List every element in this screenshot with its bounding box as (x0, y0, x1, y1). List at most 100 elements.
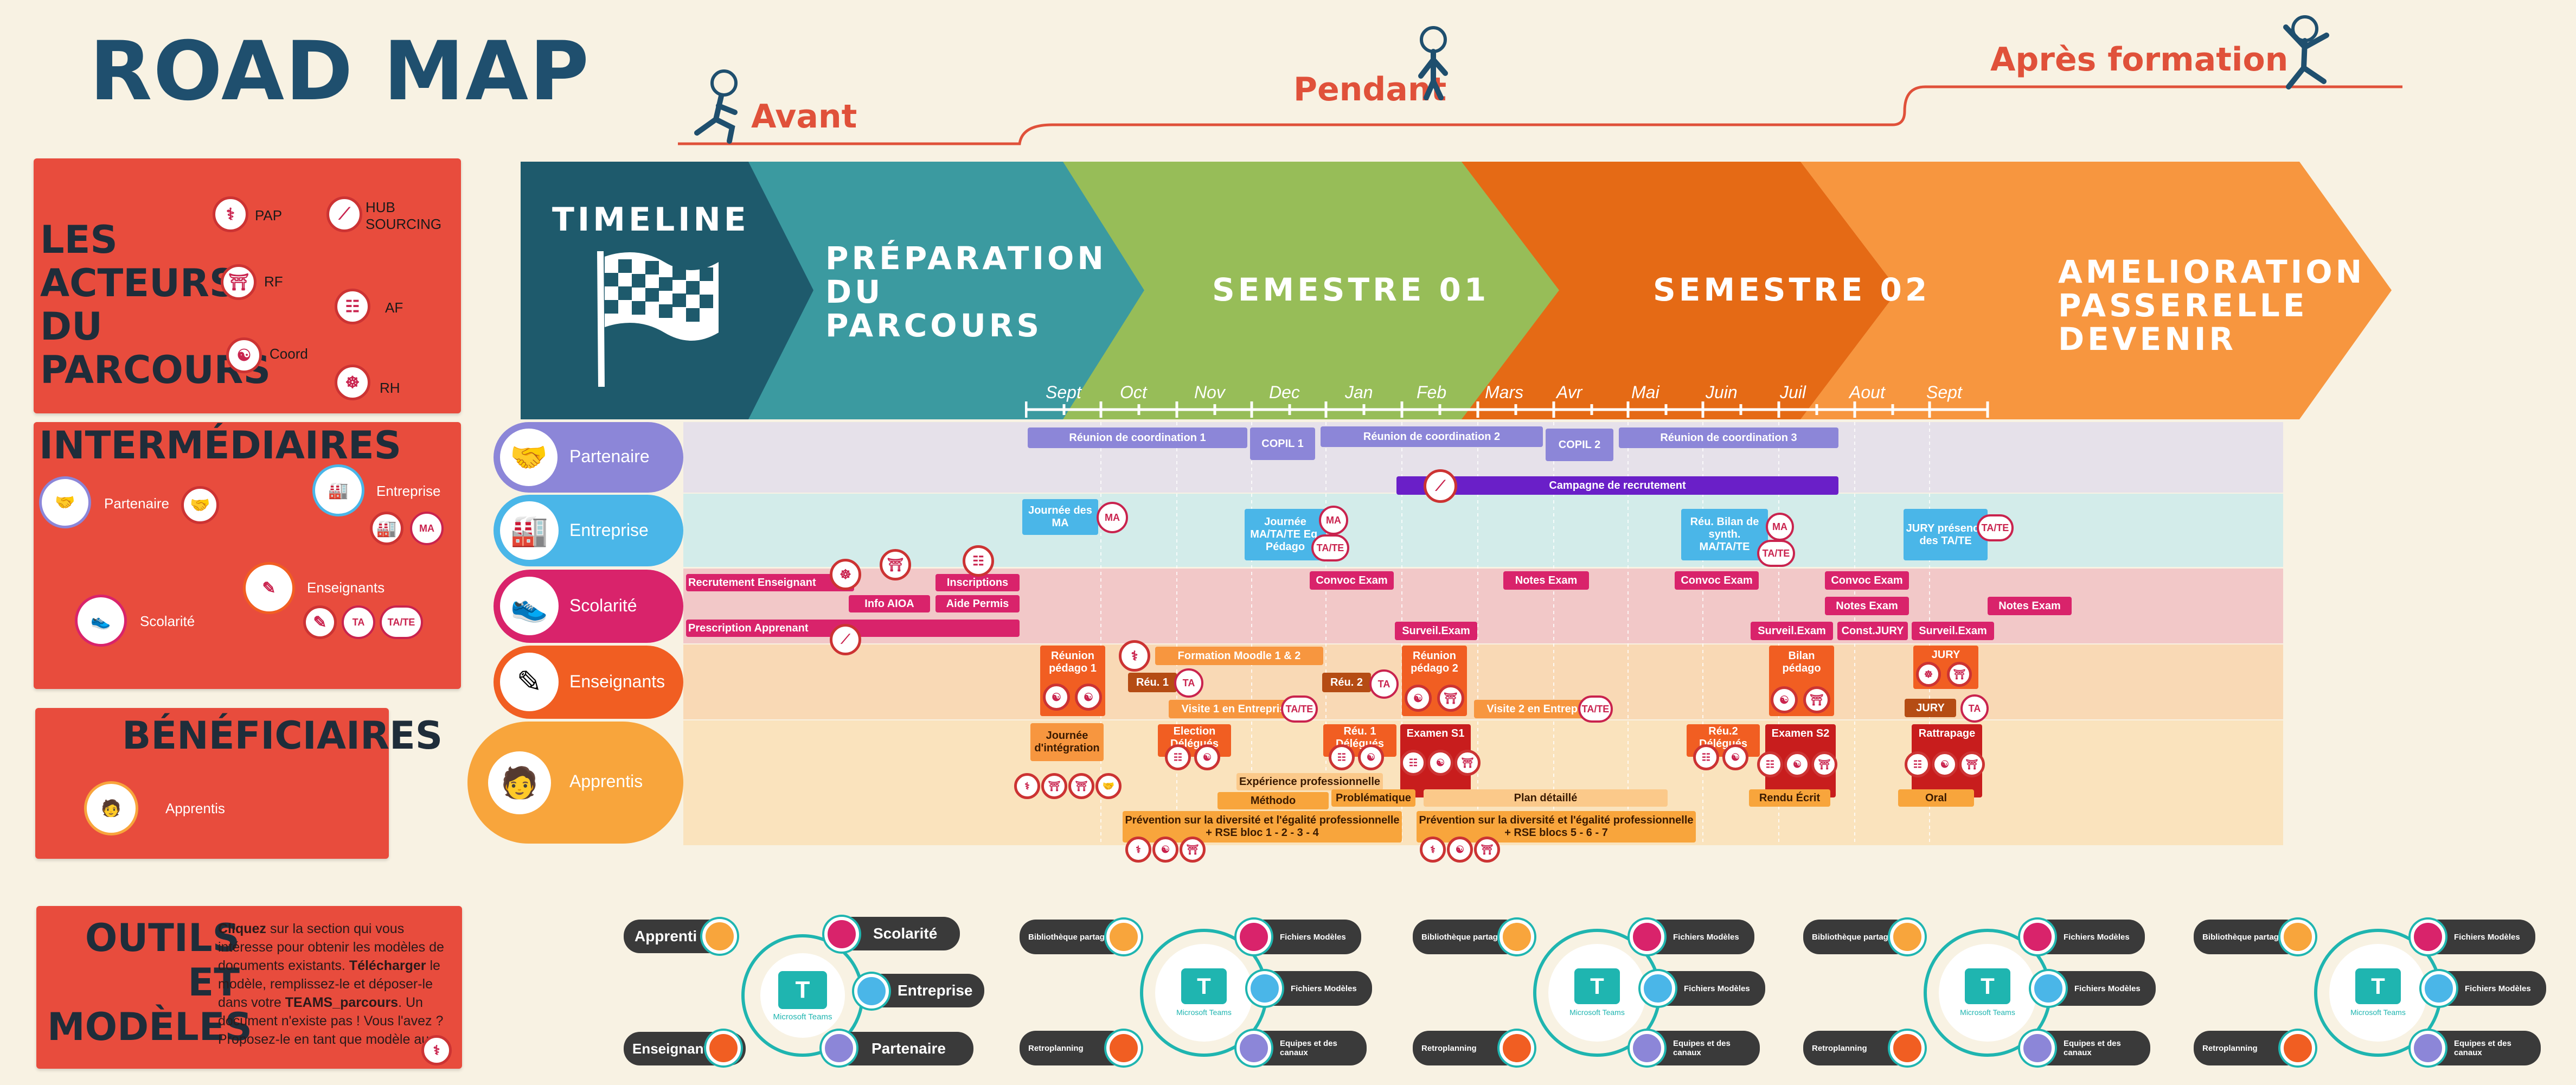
event-methodo[interactable]: Méthodo (1217, 792, 1329, 809)
month-avr: Avr (1556, 382, 1582, 402)
event-formation-moodle[interactable]: Formation Moodle 1 & 2 (1155, 647, 1323, 665)
rf-badge-icon-10: ⛩ (1180, 837, 1206, 863)
teams-hub-main[interactable]: T Microsoft Teams Apprenti Scolarité Ent… (624, 911, 984, 1074)
student-standing-icon (1418, 26, 1448, 100)
event-info-aioa[interactable]: Info AIOA (849, 595, 930, 612)
af-badge-icon-5: ☷ (1693, 744, 1719, 770)
event-reunion-coord-2[interactable]: Réunion de coordination 2 (1321, 426, 1543, 447)
rf-badge-icon-2: ⛩ (1437, 685, 1464, 712)
teams-hub-1[interactable]: T Microsoft Teams Bibliothèque partagée … (1020, 911, 1388, 1074)
hub4-dot-5 (2411, 1031, 2445, 1065)
actor-rh: RH (380, 380, 400, 396)
badge-tate-5: TA/TE (1578, 695, 1613, 723)
teams-hub-3[interactable]: T Microsoft Teams Bibliothèque partagée … (1803, 911, 2172, 1074)
event-oral[interactable]: Oral (1898, 789, 1974, 807)
lane-enseignants-icon: ✎ (500, 653, 559, 711)
hub2-dot-2 (1630, 920, 1664, 954)
badge-tate-3: TA/TE (1977, 514, 2014, 541)
month-juil: Juil (1780, 382, 1806, 402)
hub2-dot-5 (1630, 1031, 1664, 1065)
event-surveil-exam-2[interactable]: Surveil.Exam (1751, 622, 1833, 640)
event-journee-ma-ta-te[interactable]: Journée MA/TA/TE Eq. Pédago (1245, 509, 1326, 560)
hub3-dot-3 (2031, 971, 2066, 1006)
rf-badge-icon-8: ⛩ (1811, 751, 1837, 777)
event-recrutement-enseignant[interactable]: Recrutement Enseignant (686, 574, 854, 591)
hub3-dot-4 (1890, 1031, 1925, 1065)
hub4-dot-4 (2280, 1031, 2315, 1065)
event-surveil-exam-3[interactable]: Surveil.Exam (1912, 622, 1994, 640)
hub-entreprise-dot (854, 974, 889, 1009)
event-copil-2[interactable]: COPIL 2 (1546, 429, 1613, 461)
badge-ta-1: TA (1174, 668, 1203, 698)
lane-scolarite[interactable]: 👟 Scolarité (494, 570, 683, 643)
event-inscriptions[interactable]: Inscriptions (935, 574, 1020, 591)
event-reu-2-delegues[interactable]: Réu.2 Délégués (1687, 724, 1760, 757)
acteurs-panel[interactable]: LES ACTEURS DU PARCOURS ⚕ PAP ⟋ HUB SOUR… (34, 158, 461, 413)
hub2-dot-1 (1500, 920, 1534, 954)
hub4-dot-2 (2411, 920, 2445, 954)
month-mai: Mai (1631, 382, 1659, 402)
lane-apprentis-icon: 🧑 (488, 751, 551, 814)
event-reunion-coord-1[interactable]: Réunion de coordination 1 (1028, 427, 1247, 448)
event-convoc-exam-1[interactable]: Convoc Exam (1310, 571, 1394, 590)
lane-enseignants[interactable]: ✎ Enseignants (494, 646, 683, 719)
event-convoc-exam-2[interactable]: Convoc Exam (1675, 571, 1759, 590)
event-problematique[interactable]: Problématique (1331, 789, 1415, 807)
enseignants-icon: ✎ (243, 562, 295, 614)
af-badge-icon-3: ☷ (1329, 744, 1355, 770)
lane-partenaire[interactable]: 🤝 Partenaire (494, 422, 683, 493)
event-copil-1[interactable]: COPIL 1 (1250, 427, 1315, 460)
event-campagne-recrutement[interactable]: Campagne de recrutement (1396, 476, 1838, 495)
teams-center-label-3: Microsoft Teams (1960, 1008, 2015, 1017)
rf-badge-icon-7: ⛩ (1454, 750, 1481, 776)
partenaire-icon: 🤝 (39, 476, 91, 528)
teams-hub-4[interactable]: T Microsoft Teams Bibliothèque partagée … (2194, 911, 2562, 1074)
event-rendu-ecrit[interactable]: Rendu Écrit (1749, 789, 1830, 807)
rh-badge-icon-2: ☸ (1916, 662, 1941, 687)
af-icon: ☷ (335, 289, 370, 324)
rf-badge-icon-5: ⛩ (1041, 773, 1067, 799)
event-jury-2[interactable]: JURY (1905, 699, 1956, 717)
event-reu-2[interactable]: Réu. 2 (1322, 673, 1371, 692)
event-reunion-coord-3[interactable]: Réunion de coordination 3 (1619, 427, 1838, 448)
rf-badge-icon-6: ⛩ (1068, 773, 1094, 799)
event-plan-detaille[interactable]: Plan détaillé (1424, 789, 1668, 807)
event-convoc-exam-3[interactable]: Convoc Exam (1825, 571, 1909, 590)
teams-hub-2[interactable]: T Microsoft Teams Bibliothèque partagée … (1413, 911, 1782, 1074)
af-badge-icon-4: ☷ (1400, 750, 1426, 776)
event-experience-professionnelle[interactable]: Expérience professionnelle (1236, 773, 1383, 790)
lane-apprentis[interactable]: 🧑 Apprentis (467, 722, 683, 844)
intermediaire-scolarite: Scolarité (140, 613, 195, 629)
coord-badge-icon-3: ☯ (1405, 685, 1432, 712)
apprentis-icon: 🧑 (84, 781, 138, 835)
hub4-bibliotheque[interactable]: Bibliothèque partagée (2194, 920, 2302, 954)
rf-badge-icon-4: ⛩ (1947, 662, 1972, 687)
hub1-dot-4 (1106, 1031, 1141, 1065)
event-notes-exam-3[interactable]: Notes Exam (1988, 597, 2072, 615)
event-prevention-1[interactable]: Prévention sur la diversité et l'égalité… (1123, 811, 1402, 843)
event-reu-bilan-synth[interactable]: Réu. Bilan de synth. MA/TA/TE (1681, 509, 1768, 560)
beneficiaires-panel[interactable]: BÉNÉFICIAIRES 🧑 Apprentis (35, 708, 443, 859)
outils-panel[interactable]: OUTILS ET MODÈLES Cliquez sur la section… (36, 906, 462, 1069)
event-reu-1[interactable]: Réu. 1 (1128, 673, 1177, 692)
intermediaires-panel[interactable]: INTERMÉDIAIRES 🤝 Partenaire 🤝 🏭 Entrepri… (34, 422, 461, 689)
event-aide-permis[interactable]: Aide Permis (935, 595, 1020, 612)
event-notes-exam-1[interactable]: Notes Exam (1503, 571, 1589, 590)
lane-entreprise-icon: 🏭 (500, 501, 559, 560)
pap-small-icon[interactable]: ⚕ (421, 1035, 452, 1065)
hub3-dot-1 (1890, 920, 1925, 954)
lane-entreprise[interactable]: 🏭 Entreprise (494, 495, 683, 566)
coord-badge-icon-9: ☯ (1784, 751, 1810, 777)
phase-lines (678, 85, 2402, 145)
entreprise-icon: 🏭 (312, 464, 364, 516)
hub2-dot-3 (1641, 971, 1675, 1006)
event-surveil-exam-1[interactable]: Surveil.Exam (1395, 622, 1477, 640)
event-journee-integration[interactable]: Journée d'intégration (1030, 723, 1104, 761)
event-const-jury[interactable]: Const.JURY (1837, 622, 1908, 640)
actor-af: AF (385, 299, 403, 316)
event-journee-des-ma[interactable]: Journée des MA (1022, 499, 1098, 535)
event-jury-presence[interactable]: JURY présence des TA/TE (1904, 509, 1988, 560)
enseignants-small-icon: ✎ (303, 605, 337, 639)
event-notes-exam-2[interactable]: Notes Exam (1825, 597, 1909, 615)
